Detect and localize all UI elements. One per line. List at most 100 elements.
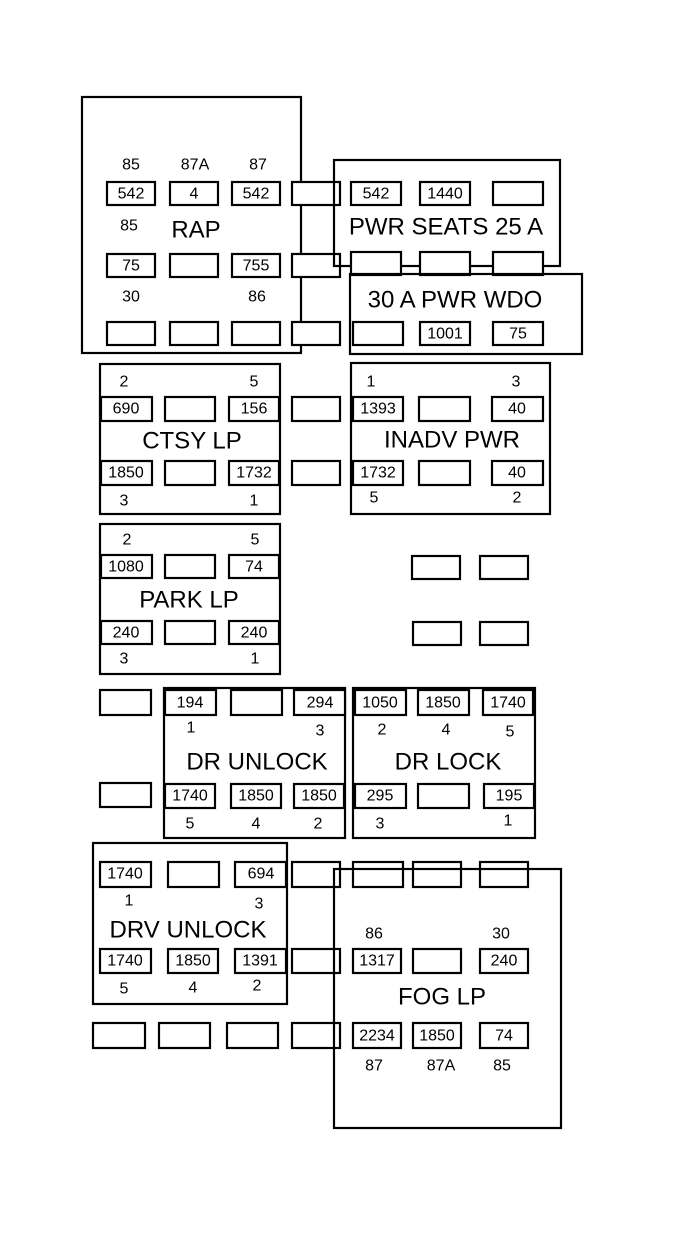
fog-lp-pin-label: 87A xyxy=(427,1058,456,1075)
fog-lp-pin-label: 87 xyxy=(365,1058,383,1075)
empty-terminal xyxy=(491,250,545,277)
empty-terminal xyxy=(411,860,463,889)
park-lp-pin-label: 2 xyxy=(123,532,132,549)
dr-lock-name: DR LOCK xyxy=(395,749,502,776)
ctsy-lp-name: CTSY LP xyxy=(142,428,242,455)
pwr-seats-terminal xyxy=(491,180,545,207)
dr-unlock-pin-label: 4 xyxy=(252,816,261,833)
ctsy-lp-circuit-number: 1850 xyxy=(108,465,144,482)
inadv-pwr-pin-label: 1 xyxy=(367,374,376,391)
empty-terminal xyxy=(478,554,530,581)
fog-lp-terminal xyxy=(351,1021,403,1050)
pwr-wdo-circuit-number: 75 xyxy=(509,326,527,343)
dr-lock-terminal xyxy=(482,782,536,810)
empty-terminal xyxy=(410,554,462,581)
dr-unlock-circuit-number: 1850 xyxy=(238,788,274,805)
rap-relay-outline xyxy=(80,95,303,355)
pwr-wdo-terminal xyxy=(351,320,405,347)
park-lp-pin-label: 1 xyxy=(251,651,260,668)
fog-lp-circuit-number: 2234 xyxy=(359,1028,395,1045)
ctsy-lp-circuit-number: 1732 xyxy=(236,465,272,482)
rap-circuit-number: 542 xyxy=(243,186,270,203)
empty-terminal xyxy=(91,1021,147,1050)
inadv-pwr-terminal xyxy=(490,395,545,423)
rap-pin-label: 85 xyxy=(120,218,138,235)
ctsy-lp-terminal xyxy=(99,395,154,423)
fog-lp-outline xyxy=(332,867,563,1130)
dr-lock-terminal xyxy=(416,688,471,717)
inadv-pwr-terminal xyxy=(351,395,405,423)
dr-unlock-terminal xyxy=(229,688,284,717)
park-lp-terminal xyxy=(163,619,217,646)
dr-lock-pin-label: 5 xyxy=(506,724,515,741)
drv-unlock-pin-label: 3 xyxy=(255,896,264,913)
dr-unlock-pin-label: 5 xyxy=(186,816,195,833)
drv-unlock-pin-label: 2 xyxy=(253,978,262,995)
pwr-seats-terminal xyxy=(349,180,403,207)
park-lp-circuit-number: 74 xyxy=(245,559,263,576)
rap-terminal xyxy=(230,252,282,279)
dr-unlock-terminal xyxy=(163,688,218,717)
dr-lock-terminal xyxy=(416,782,471,810)
pwr-wdo-terminal xyxy=(418,320,472,347)
dr-unlock-circuit-number: 1740 xyxy=(172,788,208,805)
inadv-pwr-terminal xyxy=(417,459,472,487)
drv-unlock-terminal xyxy=(166,947,220,975)
rap-circuit-number: 4 xyxy=(190,186,199,203)
empty-terminal xyxy=(478,860,530,889)
park-lp-pin-label: 3 xyxy=(120,651,129,668)
ctsy-lp-pin-label: 3 xyxy=(120,493,129,510)
drv-unlock-terminal xyxy=(98,860,153,889)
empty-terminal xyxy=(290,180,342,207)
pwr-wdo-name: 30 A PWR WDO xyxy=(368,287,543,314)
empty-terminal xyxy=(290,860,342,889)
fog-lp-circuit-number: 74 xyxy=(495,1028,513,1045)
ctsy-lp-circuit-number: 690 xyxy=(113,401,140,418)
drv-unlock-circuit-number: 694 xyxy=(248,866,275,883)
dr-lock-circuit-number: 295 xyxy=(367,788,394,805)
inadv-pwr-pin-label: 2 xyxy=(513,490,522,507)
drv-unlock-terminal xyxy=(166,860,221,889)
drv-unlock-circuit-number: 1740 xyxy=(107,866,143,883)
rap-terminal xyxy=(168,252,220,279)
dr-lock-circuit-number: 1050 xyxy=(362,695,398,712)
empty-terminal xyxy=(225,1021,280,1050)
park-lp-circuit-number: 1080 xyxy=(108,559,144,576)
fog-lp-pin-label: 30 xyxy=(492,926,510,943)
inadv-pwr-terminal xyxy=(351,459,405,487)
dr-unlock-terminal xyxy=(292,782,346,810)
ctsy-lp-terminal xyxy=(227,395,281,423)
park-lp-terminal xyxy=(163,553,217,580)
fog-lp-name: FOG LP xyxy=(398,984,486,1011)
drv-unlock-pin-label: 1 xyxy=(125,893,134,910)
rap-pin-label: 86 xyxy=(248,289,266,306)
empty-terminal xyxy=(290,459,342,487)
fog-lp-terminal xyxy=(478,947,530,975)
fog-lp-terminal xyxy=(478,1021,530,1050)
fog-lp-terminal xyxy=(351,947,403,975)
drv-unlock-circuit-number: 1850 xyxy=(175,953,211,970)
fog-lp-pin-label: 86 xyxy=(365,926,383,943)
ctsy-lp-pin-label: 1 xyxy=(250,493,259,510)
pwr-seats-circuit-number: 1440 xyxy=(427,186,463,203)
ctsy-lp-terminal xyxy=(163,459,217,487)
ctsy-lp-terminal xyxy=(163,395,217,423)
empty-terminal xyxy=(411,620,463,647)
pwr-wdo-terminal xyxy=(491,320,545,347)
park-lp-name: PARK LP xyxy=(139,587,239,614)
dr-unlock-pin-label: 2 xyxy=(314,816,323,833)
rap-terminal xyxy=(230,180,282,207)
dr-unlock-circuit-number: 1850 xyxy=(301,788,337,805)
park-lp-terminal xyxy=(227,619,281,646)
dr-lock-circuit-number: 1850 xyxy=(425,695,461,712)
inadv-pwr-name: INADV PWR xyxy=(384,427,520,454)
drv-unlock-name: DRV UNLOCK xyxy=(110,917,267,944)
dr-unlock-pin-label: 3 xyxy=(316,723,325,740)
rap-terminal xyxy=(105,180,157,207)
pwr-seats-name: PWR SEATS 25 A xyxy=(349,214,543,241)
ctsy-lp-terminal xyxy=(99,459,154,487)
inadv-pwr-pin-label: 3 xyxy=(512,374,521,391)
inadv-pwr-pin-label: 5 xyxy=(370,490,379,507)
rap-pin-label: 87A xyxy=(181,157,210,174)
park-lp-circuit-number: 240 xyxy=(113,625,140,642)
